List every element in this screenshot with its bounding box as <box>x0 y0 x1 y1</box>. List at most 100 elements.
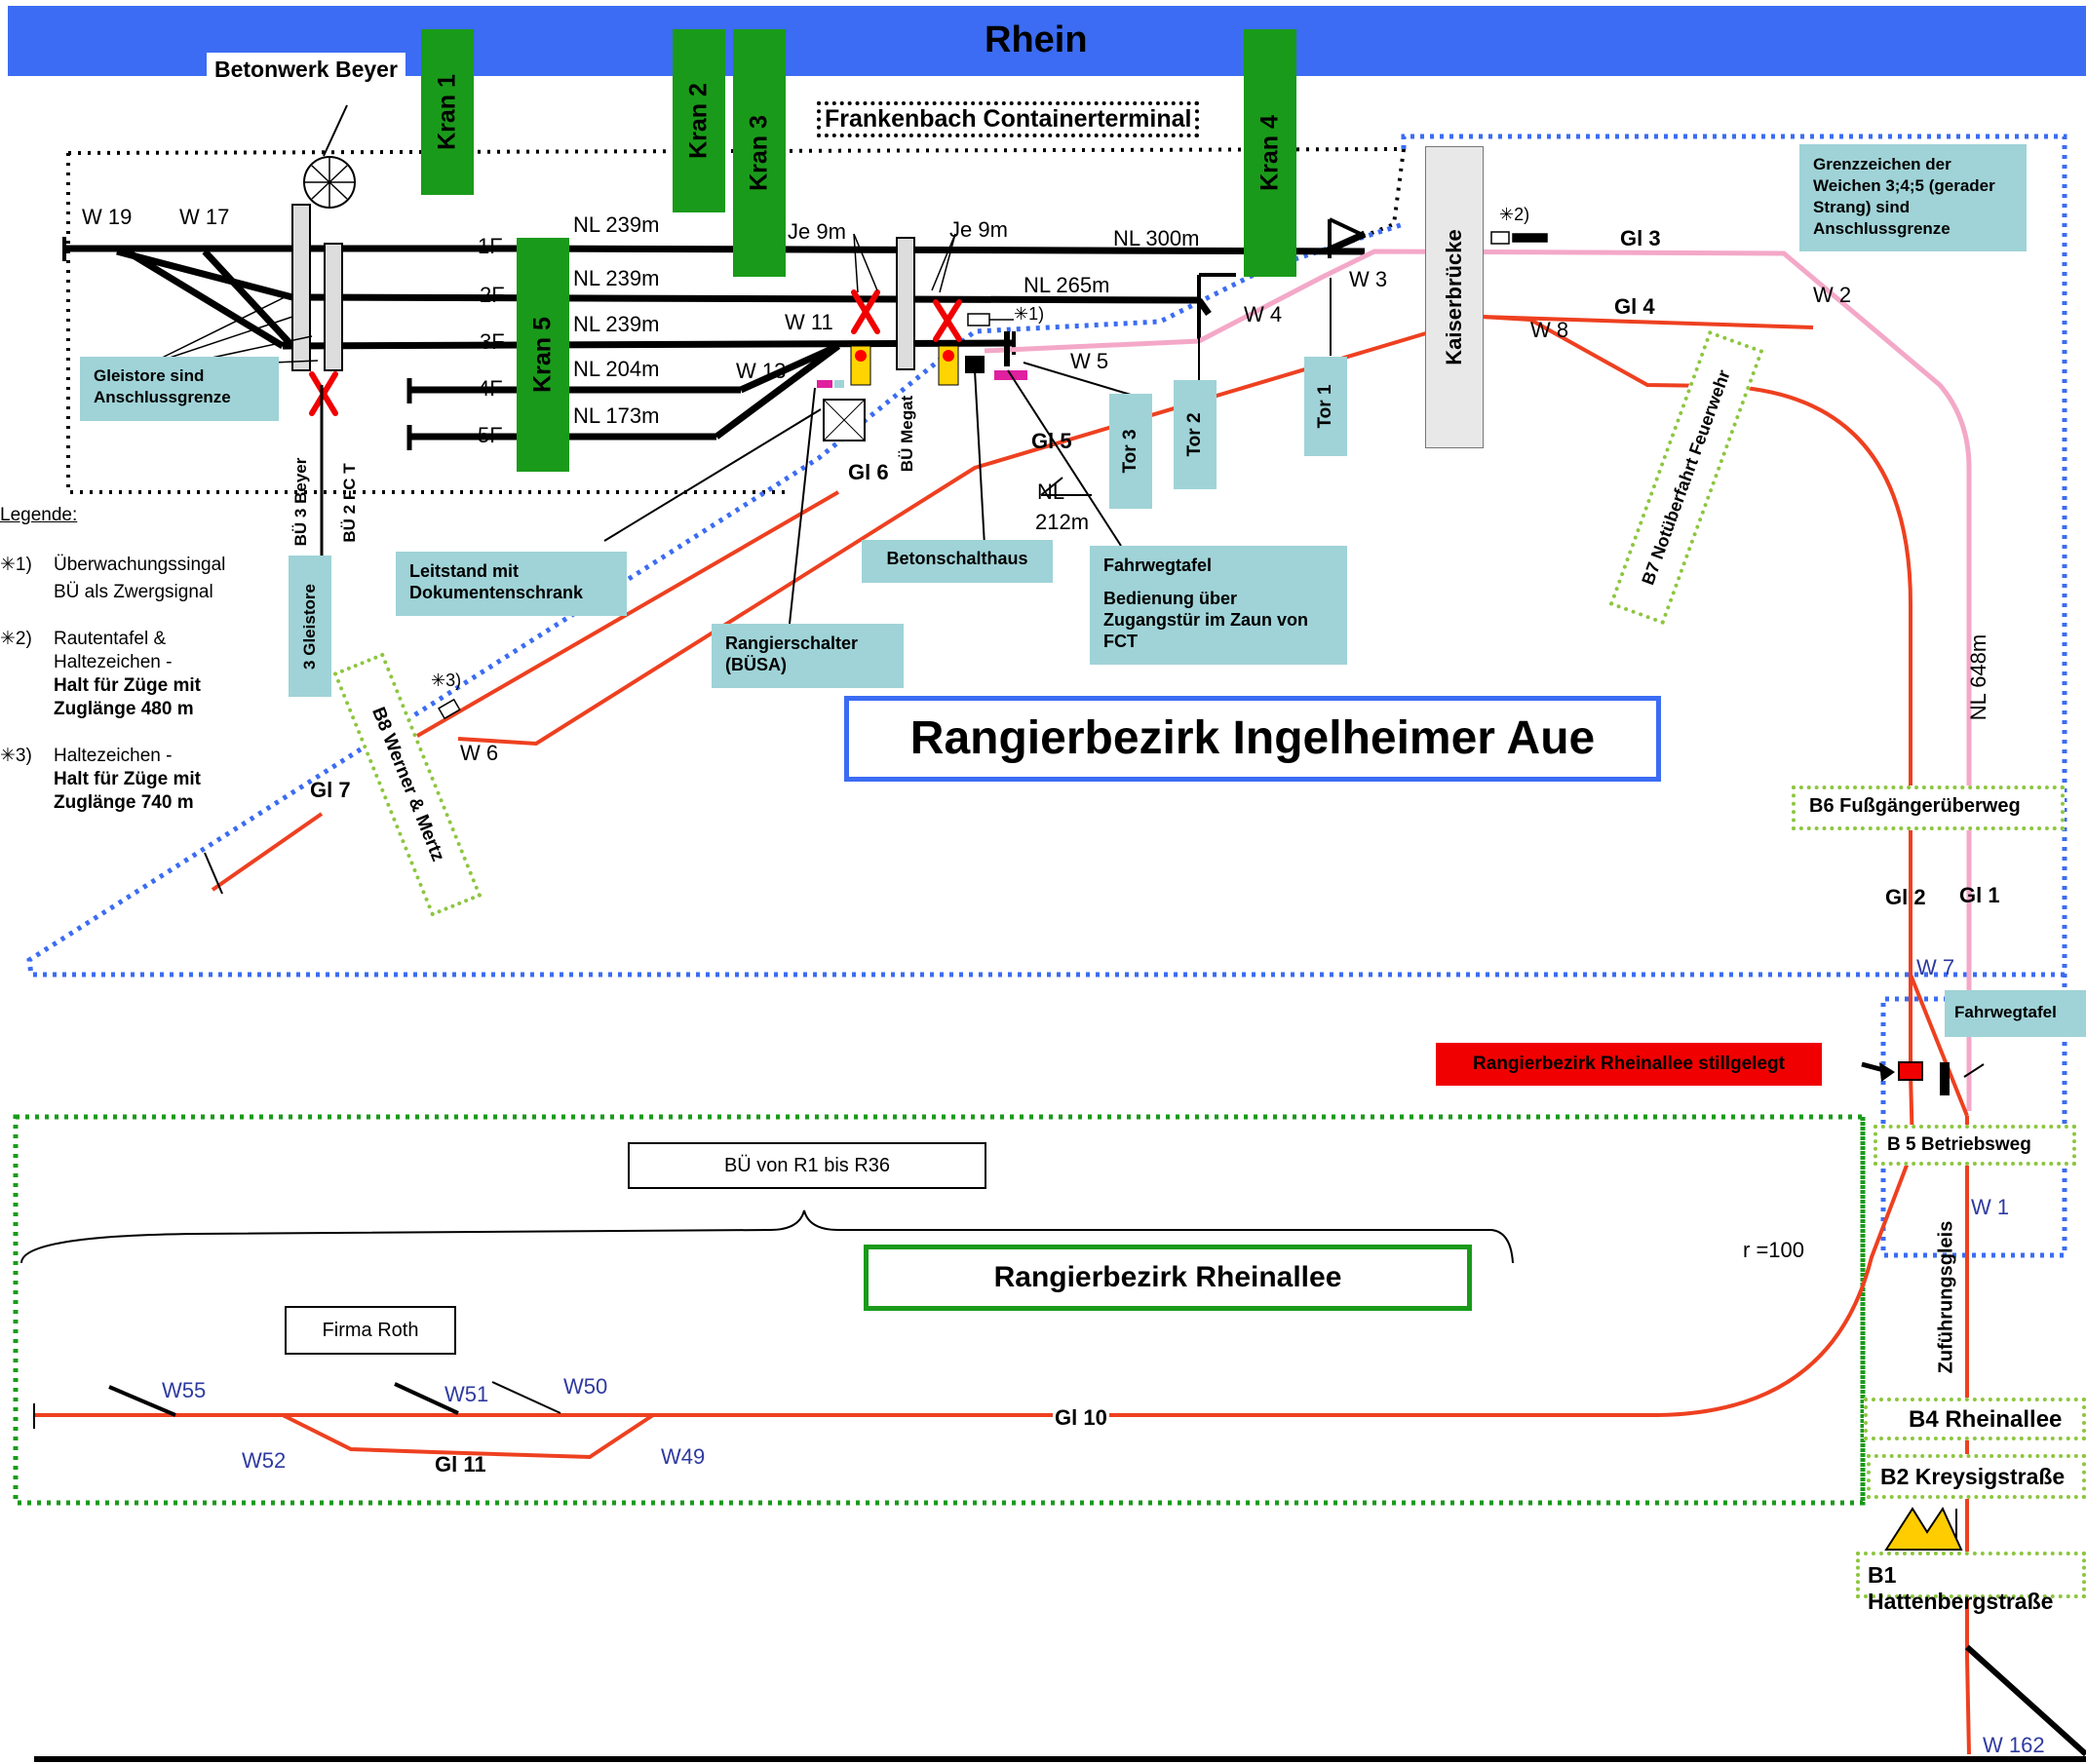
switch-w4: W 4 <box>1244 302 1283 326</box>
ref-3: ✳3) <box>431 671 462 690</box>
river-label: Rhein <box>985 19 1088 60</box>
switch-w5: W 5 <box>1070 349 1109 373</box>
w162-track <box>1964 1644 2086 1757</box>
crossing-marks <box>309 289 962 416</box>
crane-3: Kran 3 <box>733 29 786 277</box>
gl7-stop <box>204 852 223 895</box>
track-3F: 3F <box>480 329 505 354</box>
switch-w11: W 11 <box>785 310 833 334</box>
crossing-b4: B4 Rheinallee <box>1864 1398 2086 1440</box>
gleistore-3: 3 Gleistore <box>289 556 331 697</box>
zufuehrung-label: Zuführungsgleis <box>1935 1220 1957 1374</box>
switch-w50: W50 <box>563 1374 608 1399</box>
track-gl7: Gl 7 <box>310 778 351 802</box>
legend-num-1: ✳1) <box>0 555 32 575</box>
track-gl11: Gl 11 <box>435 1452 486 1476</box>
nl-1F: NL 239m <box>573 212 660 237</box>
fahrwegtafel-note-text: Bedienung über Zugangstür im Zaun von FC… <box>1103 589 1308 651</box>
bue-r1-box: BÜ von R1 bis R36 <box>628 1142 986 1189</box>
rheinallee-title: Rangierbezirk Rheinallee <box>864 1245 1472 1311</box>
nl-2F: NL 239m <box>573 266 660 290</box>
switch-w19: W 19 <box>82 205 133 229</box>
grenzzeichen-note: Grenzzeichen der Weichen 3;4;5 (gerader … <box>1799 144 2027 251</box>
switch-w2: W 2 <box>1813 283 1852 307</box>
je9m-2: Je 9m <box>949 217 1008 242</box>
firma-roth-box: Firma Roth <box>285 1306 456 1355</box>
tor-3: Tor 3 <box>1109 394 1152 509</box>
leitstand-note: Leitstand mit Dokumentenschrank <box>396 552 627 616</box>
track-5F: 5F <box>478 423 503 447</box>
switch-w7: W 7 <box>1916 955 1955 979</box>
track-gl3: Gl 3 <box>1620 226 1661 250</box>
nl-5F: NL 173m <box>573 403 660 428</box>
switch-w51: W51 <box>444 1382 489 1406</box>
betonschalthaus-note: Betonschalthaus <box>862 540 1053 583</box>
je9m-1: Je 9m <box>788 219 846 244</box>
je9m-pointers <box>853 233 956 293</box>
ingelheimer-title: Rangierbezirk Ingelheimer Aue <box>844 696 1661 782</box>
switch-w55: W55 <box>162 1378 207 1402</box>
crossing-b2: B2 Kreysigstraße <box>1867 1454 2086 1499</box>
legend-text-3c: Zuglänge 740 m <box>54 792 194 813</box>
track-2F: 2F <box>480 283 505 307</box>
switch-w13: W 13 <box>736 359 787 383</box>
legend-text-3a: Haltezeichen - <box>54 746 173 766</box>
switch-w3: W 3 <box>1349 267 1388 291</box>
gleistore-gates <box>291 204 915 371</box>
nl-265: NL 265m <box>1024 273 1110 297</box>
container-terminal-label: Frankenbach Containerterminal <box>817 101 1200 137</box>
rheinallee-boundary <box>13 1114 1866 1506</box>
nl-212-a: NL <box>1037 479 1065 504</box>
bue3-label: BÜ 3 Beyer <box>291 457 310 547</box>
track-gl5: Gl 5 <box>1031 429 1072 453</box>
fahrwegtafel-note-title: Fahrwegtafel <box>1103 556 1213 575</box>
bue-megat-label: BÜ Megat <box>898 395 916 473</box>
small-sketches <box>438 231 1548 720</box>
switch-w6: W 6 <box>460 741 499 765</box>
crane-2: Kran 2 <box>673 29 725 212</box>
ref-2: ✳2) <box>1499 205 1530 224</box>
track-gl2: Gl 2 <box>1885 885 1926 909</box>
nl-3F: NL 239m <box>573 312 660 336</box>
pointers <box>603 278 1985 1548</box>
fahrwegtafel-label: Fahrwegtafel <box>1945 990 2086 1037</box>
crane-1: Kran 1 <box>421 29 474 195</box>
crane-4: Kran 4 <box>1244 29 1296 277</box>
bue2-label: BÜ 2 FC T <box>340 463 359 543</box>
crossing-b5: B 5 Betriebsweg <box>1874 1125 2076 1166</box>
fahrwegtafel-note: Fahrwegtafel Bedienung über Zugangstür i… <box>1090 546 1347 665</box>
legend-text-2c: Halt für Züge mit <box>54 675 201 696</box>
b1-warning-icon <box>1884 1506 1963 1551</box>
legend-text-2b: Haltezeichen - <box>54 652 173 672</box>
ref-1: ✳1) <box>1014 304 1045 324</box>
pink-track <box>1197 249 1972 1111</box>
rangierschalter-note: Rangierschalter (BÜSA) <box>712 624 904 688</box>
track-4F: 4F <box>478 376 503 401</box>
stillgelegt-box: Rangierbezirk Rheinallee stillgelegt <box>1436 1043 1822 1086</box>
nl-648: NL 648m <box>1966 633 1990 721</box>
legend-text-3b: Halt für Züge mit <box>54 769 201 789</box>
terminal-boundary <box>66 146 1407 494</box>
legend-num-2: ✳2) <box>0 629 32 649</box>
track-gl6: Gl 6 <box>848 460 889 484</box>
nl-212-b: 212m <box>1035 510 1090 534</box>
kaiserbruecke: Kaiserbrücke <box>1425 146 1484 448</box>
switch-w162: W 162 <box>1983 1733 2045 1757</box>
ingelheimer-boundary <box>26 134 2067 1258</box>
switch-w49: W49 <box>661 1444 706 1469</box>
track-gl4: Gl 4 <box>1614 294 1655 319</box>
legend-text-1b: BÜ als Zwergsignal <box>54 582 213 602</box>
tor-1: Tor 1 <box>1304 357 1347 456</box>
track-gl10: Gl 10 <box>1053 1405 1109 1431</box>
r100-label: r =100 <box>1743 1238 1804 1262</box>
arrow-head <box>1879 1062 1895 1082</box>
gleistore-note: Gleistore sind Anschlussgrenze <box>80 357 279 421</box>
track-1F: 1F <box>478 234 503 258</box>
switch-w8: W 8 <box>1530 318 1569 342</box>
track-gl1: Gl 1 <box>1959 883 2000 907</box>
pink-track-gl5 <box>984 338 1200 354</box>
betonwerk-label: Betonwerk Beyer <box>207 53 406 87</box>
nl-4F: NL 204m <box>573 357 660 381</box>
crossing-b1: B1 Hattenbergstraße <box>1856 1552 2086 1614</box>
